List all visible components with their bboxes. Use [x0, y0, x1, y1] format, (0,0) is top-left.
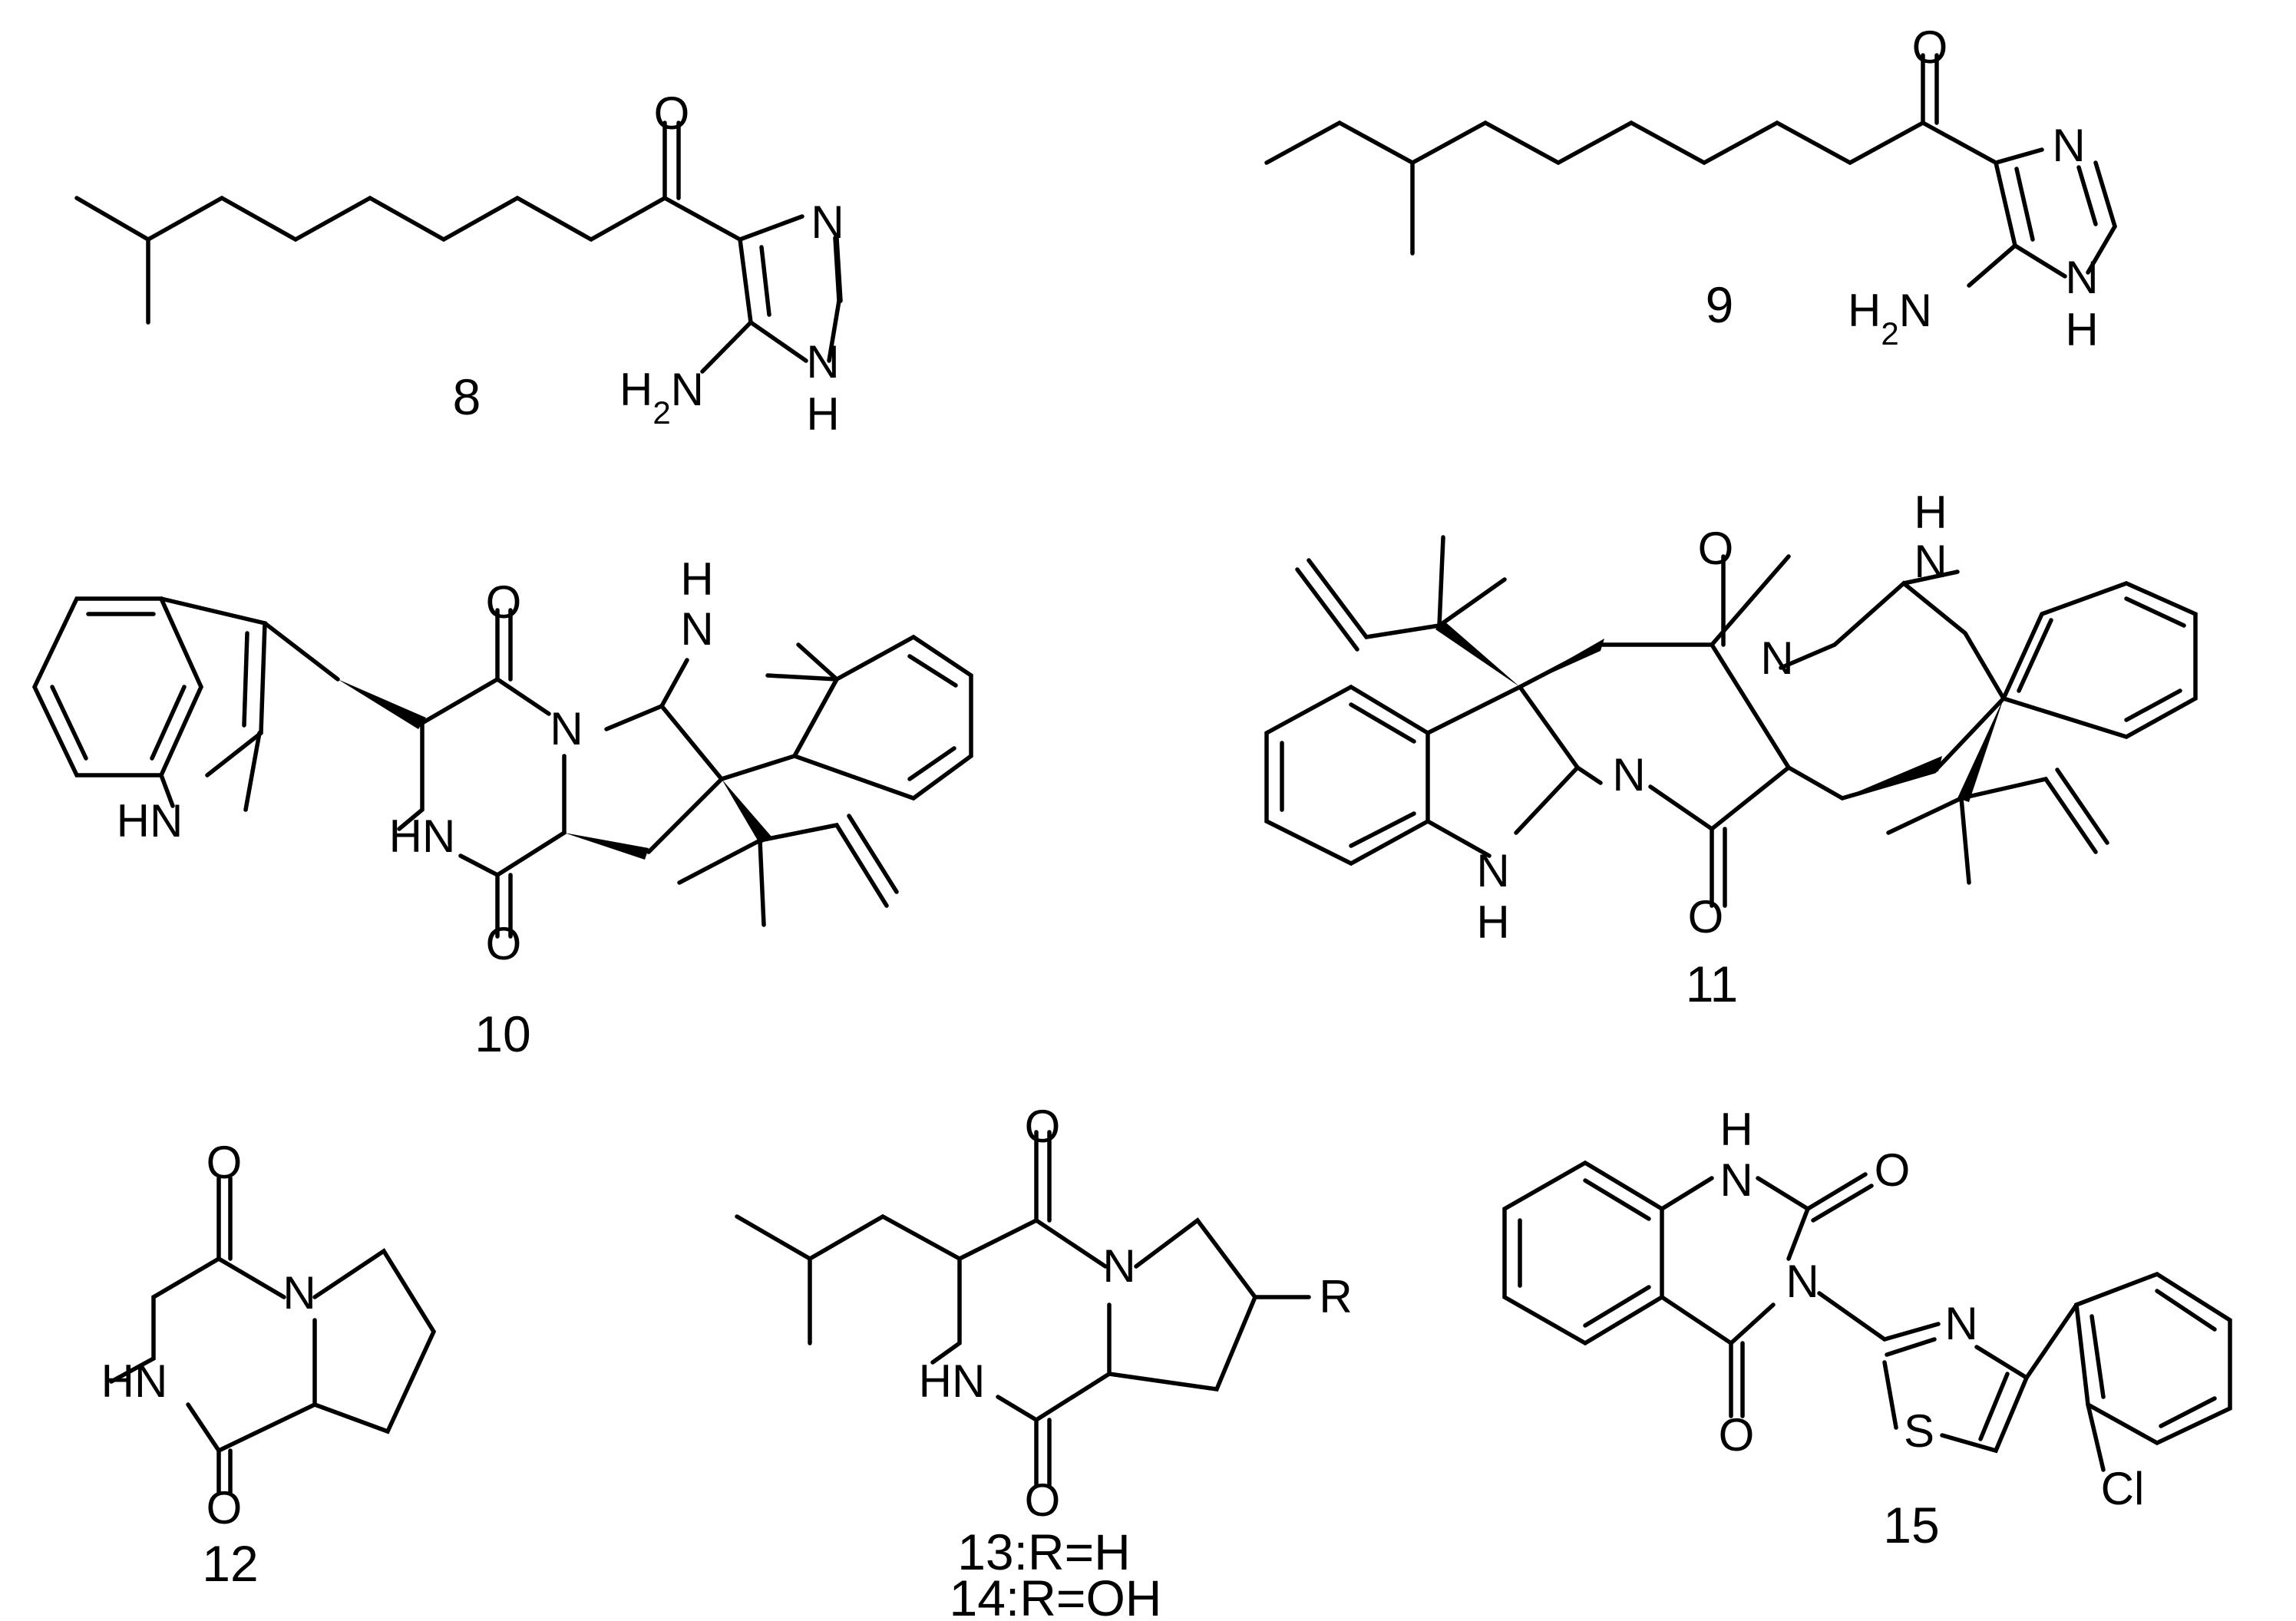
atom-HN: HN — [101, 1355, 168, 1407]
compound-label-9: 9 — [1706, 276, 1734, 333]
compound-label-10: 10 — [474, 1005, 530, 1062]
compound-label-11: 11 — [1686, 956, 1739, 1012]
atom-O: O — [486, 918, 522, 969]
atom-N: N — [282, 1267, 315, 1319]
atom-O: O — [1025, 1101, 1061, 1152]
atom-N: N — [811, 196, 844, 248]
atom-O: O — [1719, 1409, 1755, 1461]
atom-HN: HN — [117, 795, 183, 847]
compound-label-8: 8 — [453, 368, 481, 425]
atom-O: O — [1875, 1144, 1911, 1196]
atom-O: O — [206, 1137, 243, 1188]
atom-H2N: H2N — [619, 364, 704, 431]
compound-label-14: 14:R=OH — [950, 1570, 1162, 1621]
compound-label-13: 13:R=H — [957, 1524, 1131, 1580]
atom-H: H — [1476, 896, 1509, 948]
compound-12: O N HN O 12 — [101, 1137, 437, 1592]
atom-H: H — [1720, 1104, 1753, 1155]
compound-8: O N N H H2N 8 — [74, 87, 844, 440]
compound-label-12: 12 — [202, 1535, 258, 1592]
compound-10: O O N HN HN N H 10 — [31, 553, 973, 1062]
compound-11: O O N N N H N H 11 — [1264, 487, 2198, 1012]
atom-O: O — [1912, 21, 1948, 73]
atom-O: O — [1688, 891, 1724, 943]
atom-O: O — [206, 1482, 243, 1534]
atom-H: H — [806, 388, 839, 440]
atom-N: N — [806, 336, 839, 388]
compound-9: O N N H H2N 9 — [1264, 21, 2117, 355]
atom-N: N — [1612, 749, 1645, 801]
atom-N: N — [1476, 845, 1509, 896]
atom-HN: HN — [919, 1355, 986, 1407]
atom-H: H — [1914, 487, 1947, 538]
atom-H2N: H2N — [1848, 285, 1932, 352]
atom-Cl: Cl — [2101, 1463, 2145, 1514]
atom-N: N — [1914, 536, 1947, 587]
atom-N: N — [1944, 1298, 1977, 1349]
atom-HN: HN — [389, 810, 456, 862]
atom-O: O — [1698, 523, 1734, 574]
atom-O: O — [486, 576, 522, 628]
atom-N: N — [550, 703, 583, 754]
atom-N: N — [1786, 1256, 1819, 1307]
compound-13-14: O N HN O R 13:R=H 14:R=OH — [735, 1101, 1353, 1621]
atom-N: N — [2065, 252, 2098, 303]
atom-N: N — [2052, 120, 2085, 171]
atom-O: O — [1025, 1474, 1061, 1526]
atom-R: R — [1319, 1271, 1352, 1322]
atom-N: N — [680, 603, 713, 655]
atom-H: H — [2065, 304, 2098, 355]
compound-label-15: 15 — [1883, 1497, 1939, 1553]
atom-N: N — [1760, 632, 1793, 684]
atom-O: O — [654, 87, 690, 139]
atom-H: H — [680, 553, 713, 605]
compound-15: N H O N N S O Cl 15 — [1502, 1104, 2232, 1553]
atom-N: N — [1102, 1240, 1135, 1292]
atom-S: S — [1904, 1405, 1934, 1457]
atom-N: N — [1720, 1154, 1753, 1206]
